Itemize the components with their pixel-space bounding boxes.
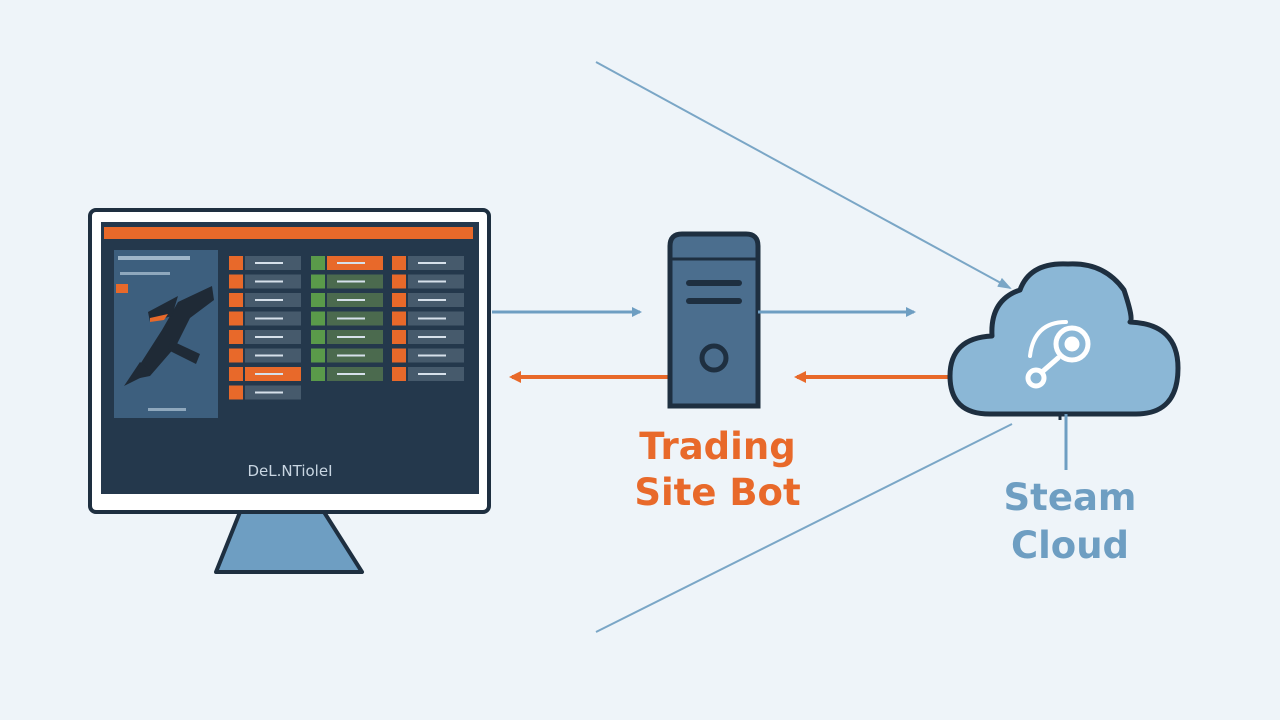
inventory-item-text <box>255 280 283 283</box>
monitor <box>88 208 491 574</box>
inventory-item-icon <box>392 367 406 381</box>
inventory-row <box>392 367 464 381</box>
inventory-item-icon <box>392 311 406 326</box>
inventory-row <box>392 256 464 270</box>
game-item-illustration <box>124 286 214 386</box>
inventory-row <box>311 330 383 344</box>
inventory-row <box>229 367 301 381</box>
inventory-item-icon <box>392 256 406 270</box>
server-power-icon <box>699 343 729 373</box>
inventory-item-icon <box>311 274 325 289</box>
screen-caption: DeL.NTioleI <box>247 462 333 480</box>
diagonal-line-top <box>595 61 1012 289</box>
inventory-item-icon <box>311 293 325 307</box>
inventory-row <box>392 348 464 363</box>
inventory-item-icon <box>229 330 243 344</box>
trading-site-bot-label: Trading Site Bot <box>610 424 825 516</box>
bot-label-line-2: Site Bot <box>634 471 801 514</box>
inventory-row <box>229 311 301 326</box>
inventory-item-text <box>418 317 446 320</box>
inventory-item-text <box>418 262 446 264</box>
item-card-title <box>118 256 190 260</box>
inventory-item-text <box>337 336 365 338</box>
inventory-item-icon <box>229 348 243 363</box>
inventory-item-icon <box>311 256 325 270</box>
steam-logo-icon <box>1025 320 1091 389</box>
bot-label-line-1: Trading <box>639 425 796 468</box>
inventory-item-icon <box>229 293 243 307</box>
server-slot-bottom <box>686 298 742 304</box>
inventory-item-text <box>255 299 283 301</box>
inventory-row <box>392 293 464 307</box>
inventory-row <box>229 385 301 400</box>
inventory-item-text <box>418 299 446 301</box>
inventory-row <box>229 330 301 344</box>
inventory-item-text <box>337 299 365 301</box>
inventory-item-icon <box>392 330 406 344</box>
inventory-item-icon <box>311 367 325 381</box>
inventory-row <box>311 311 383 326</box>
inventory-row <box>229 348 301 363</box>
cloud-label-line-2: Cloud <box>1010 524 1130 567</box>
inventory-row <box>229 256 301 270</box>
inventory-row <box>311 367 383 381</box>
server-tower <box>667 231 761 409</box>
item-card-line <box>120 272 170 275</box>
item-card-badge <box>116 284 128 293</box>
server-slot-top <box>686 280 742 286</box>
inventory-item-text <box>418 280 446 283</box>
inventory-item-icon <box>311 348 325 363</box>
inventory-item-icon <box>311 311 325 326</box>
steam-cloud-label: Steam Cloud <box>975 474 1165 570</box>
inventory-item-text <box>255 336 283 338</box>
cloud-label-line-1: Steam <box>1003 476 1137 519</box>
inventory-item-text <box>255 391 283 394</box>
inventory-item-text <box>255 262 283 264</box>
inventory-item-text <box>337 373 365 375</box>
inventory-item-text <box>418 373 446 375</box>
inventory-grid <box>229 256 464 400</box>
inventory-item-text <box>337 317 365 320</box>
inventory-item-icon <box>392 348 406 363</box>
item-card-footer <box>148 408 186 411</box>
inventory-item-text <box>418 354 446 357</box>
inventory-item-icon <box>229 367 243 381</box>
inventory-item-icon <box>392 293 406 307</box>
inventory-item-text <box>255 373 283 375</box>
inventory-item-icon <box>229 311 243 326</box>
inventory-row <box>311 348 383 363</box>
inventory-item-icon <box>311 330 325 344</box>
inventory-item-text <box>337 354 365 357</box>
inventory-row <box>392 330 464 344</box>
inventory-row <box>229 293 301 307</box>
inventory-row <box>311 293 383 307</box>
inventory-row <box>311 274 383 289</box>
inventory-row <box>392 311 464 326</box>
diagonal-line-bottom <box>595 423 1013 633</box>
inventory-item-text <box>255 317 283 320</box>
screen-header-bar <box>104 227 473 239</box>
inventory-item-icon <box>229 256 243 270</box>
inventory-item-text <box>337 280 365 283</box>
inventory-item-text <box>337 262 365 264</box>
inventory-item-text <box>255 354 283 357</box>
inventory-item-text <box>418 336 446 338</box>
inventory-row <box>229 274 301 289</box>
inventory-row <box>311 256 383 270</box>
inventory-item-icon <box>229 385 243 400</box>
inventory-row <box>392 274 464 289</box>
steam-cloud <box>947 261 1181 470</box>
inventory-item-icon <box>229 274 243 289</box>
monitor-stand <box>214 510 364 574</box>
inventory-item-icon <box>392 274 406 289</box>
